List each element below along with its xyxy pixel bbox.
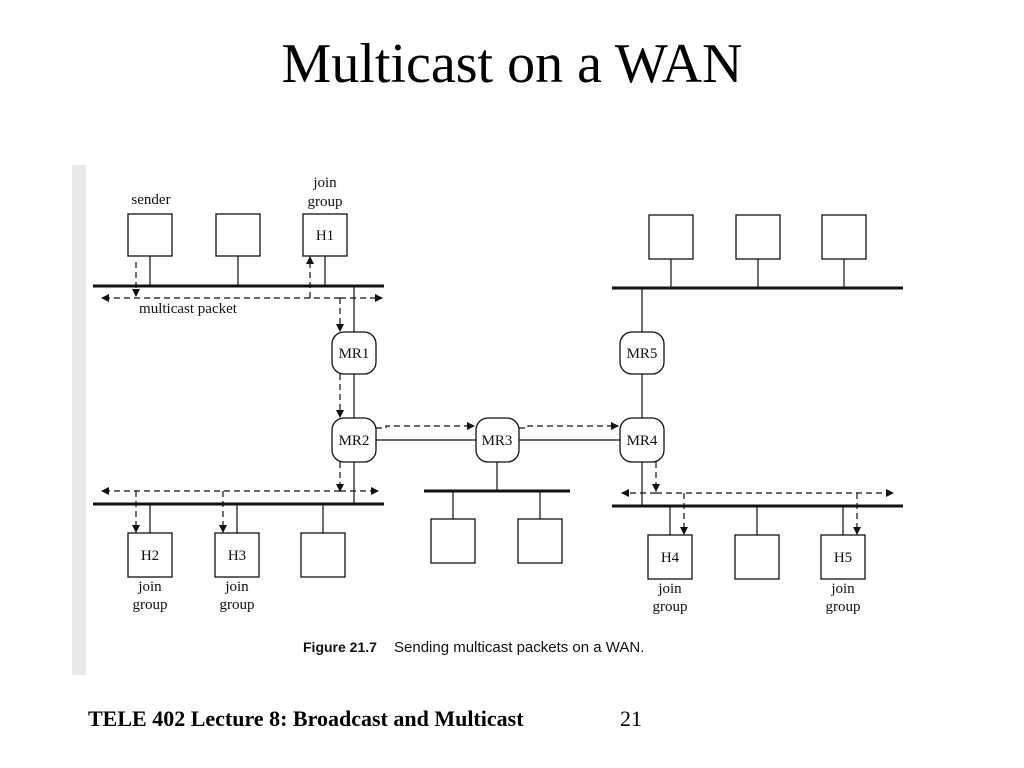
slide-title: Multicast on a WAN bbox=[281, 33, 743, 95]
host-h3 bbox=[214, 532, 260, 578]
page-number: 21 bbox=[620, 706, 642, 731]
mr1-label: MR1 bbox=[339, 346, 370, 362]
h5-join-label: join bbox=[830, 581, 855, 597]
sender-host bbox=[127, 213, 173, 257]
host-box bbox=[430, 518, 476, 564]
host-box bbox=[821, 214, 867, 260]
h5-label: H5 bbox=[834, 550, 852, 566]
figure-caption-text: Sending multicast packets on a WAN. bbox=[394, 639, 644, 656]
h3-join-label: join bbox=[224, 579, 249, 595]
router-mr5 bbox=[619, 331, 665, 375]
h3-group-label: group bbox=[220, 597, 255, 613]
lan-top-left bbox=[93, 213, 384, 332]
h2-label: H2 bbox=[141, 548, 159, 564]
h1-join-label: join bbox=[312, 175, 337, 191]
sender-label: sender bbox=[131, 192, 170, 208]
host-box bbox=[300, 532, 346, 578]
h4-label: H4 bbox=[661, 550, 680, 566]
lan-top-right bbox=[612, 214, 903, 332]
lan-bottom-left bbox=[93, 462, 384, 578]
lan-bottom-right bbox=[612, 462, 903, 580]
host-box bbox=[648, 214, 694, 260]
host-h2 bbox=[127, 532, 173, 578]
router-mr2 bbox=[331, 417, 377, 463]
scan-edge bbox=[72, 165, 86, 675]
slide-footer: TELE 402 Lecture 8: Broadcast and Multic… bbox=[88, 706, 524, 731]
multicast-paths bbox=[101, 256, 894, 535]
router-mr3 bbox=[475, 417, 520, 463]
h5-group-label: group bbox=[826, 599, 861, 615]
h4-join-label: join bbox=[657, 581, 682, 597]
router-mr1 bbox=[331, 331, 377, 375]
mr3-label: MR3 bbox=[482, 433, 513, 449]
host-box bbox=[517, 518, 563, 564]
router-mr4 bbox=[619, 417, 665, 463]
host-h5 bbox=[820, 534, 866, 580]
h2-group-label: group bbox=[133, 597, 168, 613]
mr4-label: MR4 bbox=[627, 433, 658, 449]
host-box bbox=[215, 213, 261, 257]
router-links bbox=[353, 374, 643, 441]
host-h4 bbox=[647, 534, 693, 580]
h2-join-label: join bbox=[137, 579, 162, 595]
host-box bbox=[734, 534, 780, 580]
routers bbox=[331, 331, 665, 463]
h1-label: H1 bbox=[316, 228, 334, 244]
lan-bottom-middle bbox=[424, 462, 570, 564]
multicast-packet-label: multicast packet bbox=[139, 301, 238, 317]
h4-group-label: group bbox=[653, 599, 688, 615]
h3-label: H3 bbox=[228, 548, 246, 564]
host-box bbox=[735, 214, 781, 260]
mr5-label: MR5 bbox=[627, 346, 658, 362]
mr2-label: MR2 bbox=[339, 433, 370, 449]
figure-caption-number: Figure 21.7 bbox=[303, 639, 377, 655]
h1-group-label: group bbox=[308, 194, 343, 210]
